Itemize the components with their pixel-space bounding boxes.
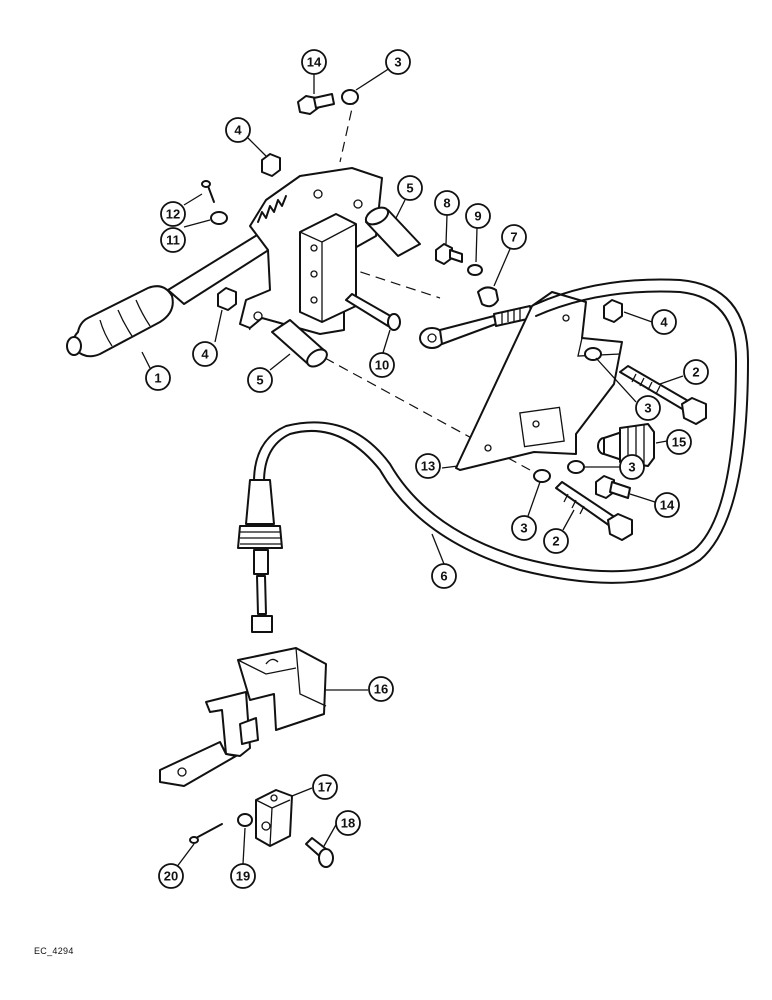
callout-13: 13 [415, 453, 441, 479]
washer-11 [210, 211, 228, 225]
svg-text:10: 10 [375, 358, 389, 373]
drawing-reference-code: EC_4294 [34, 946, 74, 956]
svg-text:16: 16 [374, 682, 388, 697]
callout-5: 5 [397, 175, 423, 201]
cable-rod-end [419, 305, 533, 349]
svg-text:5: 5 [256, 373, 263, 388]
washer-9 [467, 264, 483, 276]
callout-9: 9 [465, 203, 491, 229]
clevis-17 [255, 789, 293, 847]
callout-12: 12 [160, 201, 186, 227]
callout-10: 10 [369, 352, 395, 378]
svg-text:14: 14 [307, 55, 322, 70]
callout-2: 2 [543, 528, 569, 554]
svg-text:7: 7 [510, 230, 517, 245]
callout-8: 8 [434, 190, 460, 216]
mounting-bracket-13 [455, 291, 623, 471]
cable-6 [237, 278, 749, 633]
leader-lines [141, 67, 684, 869]
svg-text:20: 20 [164, 869, 178, 884]
svg-text:11: 11 [166, 233, 180, 248]
svg-text:3: 3 [644, 401, 651, 416]
callout-3: 3 [385, 49, 411, 75]
svg-text:9: 9 [474, 209, 481, 224]
callout-4: 4 [651, 309, 677, 335]
callout-19: 19 [230, 863, 256, 889]
callout-1: 1 [145, 365, 171, 391]
callout-20: 20 [158, 863, 184, 889]
svg-text:13: 13 [421, 459, 435, 474]
callout-3: 3 [635, 395, 661, 421]
washer-19 [237, 813, 253, 827]
callout-4: 4 [192, 341, 218, 367]
pin-10 [345, 293, 401, 331]
callouts: 14 3 4 5 8 9 7 12 11 4 4 1 5 10 2 3 15 1… [145, 49, 709, 889]
washer-3-right-upper [584, 347, 602, 361]
svg-text:4: 4 [201, 347, 209, 362]
cotter-pin-20 [189, 823, 223, 844]
nut-4-left [217, 287, 237, 311]
callout-3: 3 [619, 454, 645, 480]
callout-3: 3 [511, 515, 537, 541]
bolt-8 [435, 243, 463, 265]
callout-16: 16 [368, 676, 394, 702]
bolt-2-upper [619, 365, 707, 425]
washer-3-top [341, 89, 359, 105]
nut-4-top [261, 153, 281, 177]
callout-17: 17 [312, 774, 338, 800]
svg-text:1: 1 [154, 371, 161, 386]
svg-text:2: 2 [552, 534, 559, 549]
clip-7 [477, 286, 499, 308]
callout-15: 15 [666, 429, 692, 455]
svg-text:19: 19 [236, 869, 250, 884]
svg-text:4: 4 [234, 123, 242, 138]
svg-text:3: 3 [520, 521, 527, 536]
callout-18: 18 [335, 810, 361, 836]
svg-text:12: 12 [166, 207, 180, 222]
svg-text:5: 5 [406, 181, 413, 196]
svg-text:3: 3 [628, 460, 635, 475]
washer-3-lower [533, 469, 551, 483]
washer-3-right-mid [567, 460, 585, 474]
callout-4: 4 [225, 117, 251, 143]
bolt-14-top [297, 93, 335, 115]
svg-text:8: 8 [443, 196, 450, 211]
bolt-2-lower [555, 481, 633, 541]
bushing-5-upper [364, 206, 421, 257]
svg-text:15: 15 [672, 435, 686, 450]
callout-6: 6 [431, 563, 457, 589]
svg-text:18: 18 [341, 816, 355, 831]
svg-text:6: 6 [440, 569, 447, 584]
svg-text:14: 14 [660, 498, 675, 513]
lower-bracket-16 [159, 647, 327, 787]
bolt-14-lower [595, 475, 631, 499]
callout-2: 2 [683, 359, 709, 385]
svg-text:4: 4 [660, 315, 668, 330]
svg-text:17: 17 [318, 780, 332, 795]
svg-text:3: 3 [394, 55, 401, 70]
pin-18 [305, 837, 334, 868]
callout-7: 7 [501, 224, 527, 250]
callout-14: 14 [301, 49, 327, 75]
hand-lever [66, 167, 383, 358]
svg-text:2: 2 [692, 365, 699, 380]
bushing-5-lower [271, 319, 328, 368]
cotter-pin-12 [201, 180, 215, 203]
callout-14: 14 [654, 492, 680, 518]
nut-4-right [603, 299, 623, 323]
callout-5: 5 [247, 367, 273, 393]
callout-11: 11 [160, 227, 186, 253]
